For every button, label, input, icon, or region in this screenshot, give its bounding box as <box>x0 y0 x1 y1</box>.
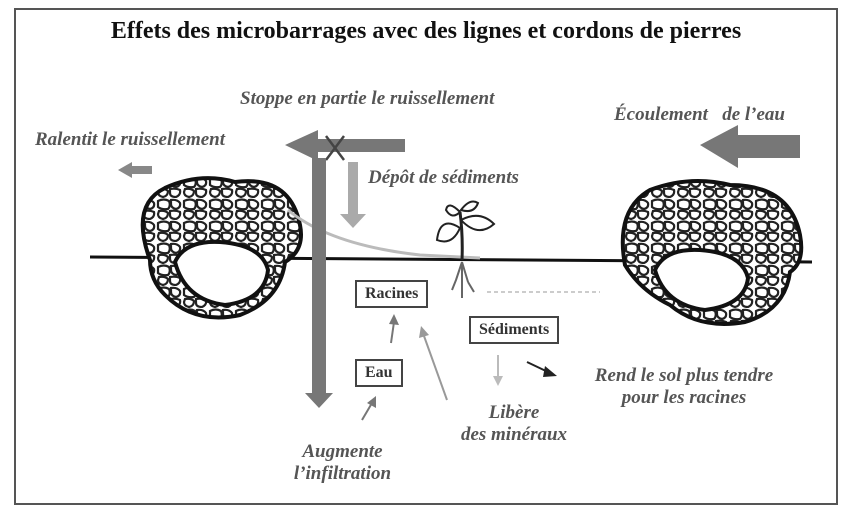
label-softens-soil-line2: pour les racines <box>621 387 747 408</box>
sediment-wedge <box>287 208 481 260</box>
arrow-icon <box>389 314 399 344</box>
label-releases-minerals: Libère des minéraux <box>440 402 588 446</box>
label-stops-runoff: Stoppe en partie le ruissellement <box>240 88 495 109</box>
arrow-icon <box>419 326 448 401</box>
label-sediment-deposit: Dépôt de sédiments <box>368 167 519 188</box>
arrow-icon <box>340 162 366 228</box>
label-increases-infiltration-line2: l’infiltration <box>293 463 392 484</box>
arrow-icon <box>118 162 152 178</box>
arrow-icon <box>305 158 333 408</box>
label-increases-infiltration: Augmente l’infiltration <box>280 441 405 485</box>
label-water-flow: Écoulement de l’eau <box>614 104 785 125</box>
page-title: Effets des microbarrages avec des lignes… <box>110 18 742 44</box>
arrow-icon <box>493 355 503 386</box>
plant-icon <box>435 200 496 298</box>
label-softens-soil: Rend le sol plus tendre pour les racines <box>572 365 796 409</box>
arrow-icon <box>700 125 800 168</box>
label-releases-minerals-line1: Libère <box>488 402 540 423</box>
box-roots: Racines <box>355 280 429 308</box>
label-releases-minerals-line2: des minéraux <box>460 424 568 445</box>
label-slows-runoff: Ralentit le ruissellement <box>35 129 226 150</box>
box-sediments: Sédiments <box>469 316 560 344</box>
arrow-icon <box>285 130 405 161</box>
arrow-icon <box>526 361 557 377</box>
label-softens-soil-line1: Rend le sol plus tendre <box>594 365 774 386</box>
stone-bund-icon <box>140 176 303 320</box>
stone-bund-icon <box>620 179 804 326</box>
arrow-icon <box>361 396 376 421</box>
label-increases-infiltration-line1: Augmente <box>302 441 383 462</box>
box-water: Eau <box>355 359 403 387</box>
